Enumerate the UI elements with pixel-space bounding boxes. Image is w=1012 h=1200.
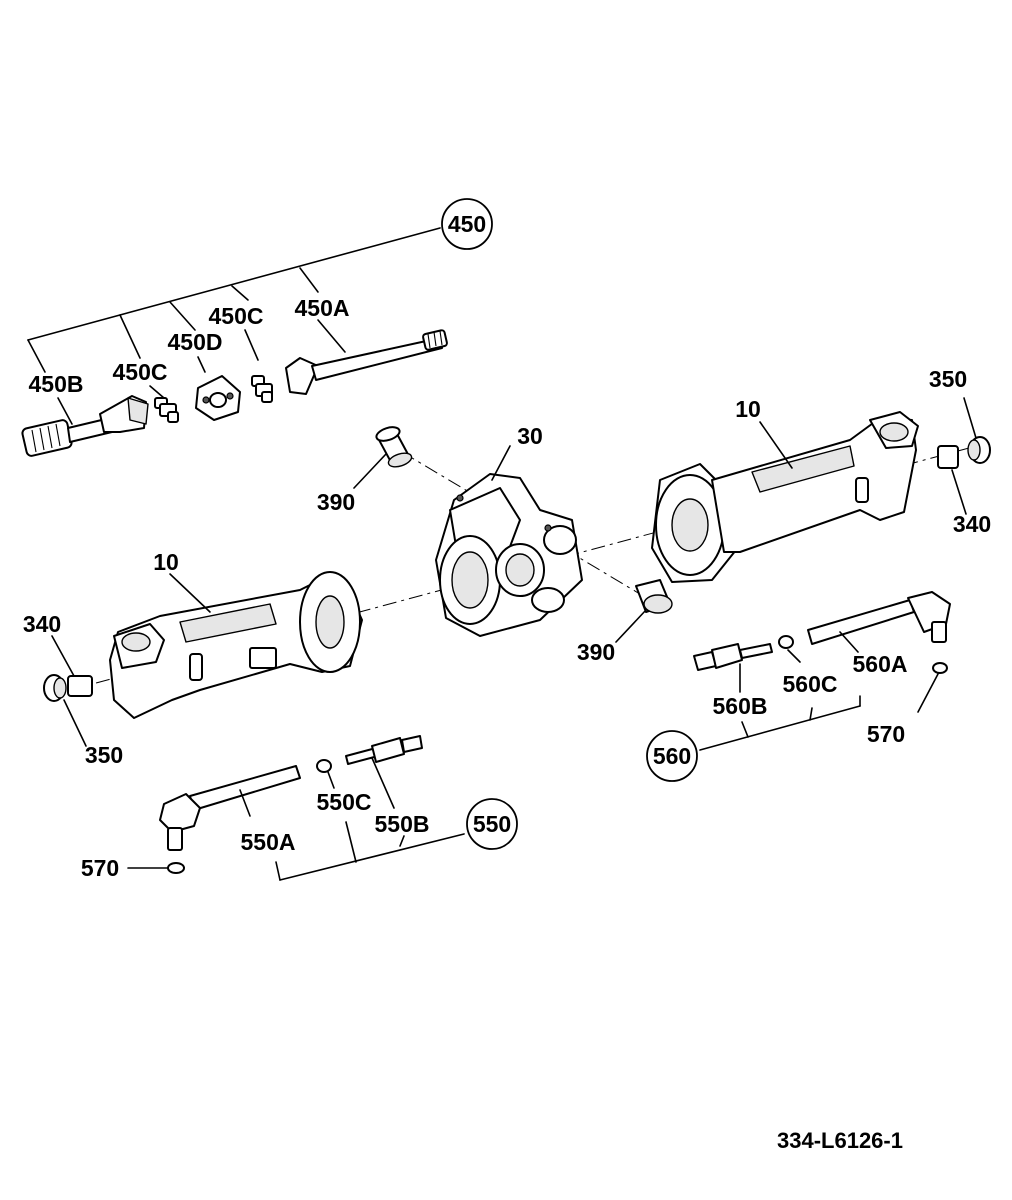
label-340-left: 340 <box>23 611 61 637</box>
label-550: 550 <box>473 811 511 837</box>
label-550c: 550C <box>317 789 372 815</box>
callout-circle-550 <box>466 798 518 850</box>
part-550b-adjuster-left <box>345 735 423 765</box>
label-390-lower: 390 <box>577 639 615 665</box>
part-560b-adjuster-right <box>693 643 773 671</box>
part-30-differential-carrier <box>435 473 583 637</box>
group-560-leaders <box>699 631 939 751</box>
label-450c-top: 450C <box>209 303 264 329</box>
label-350-left: 350 <box>85 742 123 768</box>
label-340-right: 340 <box>953 511 991 537</box>
part-450b-stub-shaft <box>21 395 149 457</box>
part-340-left-seal <box>67 675 93 697</box>
part-550c-clamp-left <box>316 759 332 773</box>
part-390-upper-bushing <box>375 426 413 468</box>
label-560b: 560B <box>713 693 768 719</box>
main-part-leaders <box>51 397 977 747</box>
part-450c-ujoint-right <box>251 375 273 403</box>
part-390-lower-bushing <box>635 579 673 614</box>
part-450d-double-yoke <box>195 375 241 421</box>
part-350-left-cap <box>43 674 67 702</box>
label-560: 560 <box>653 743 691 769</box>
label-550b: 550B <box>375 811 430 837</box>
label-450c-low: 450C <box>113 359 168 385</box>
callout-circle-560 <box>646 730 698 782</box>
label-10-right: 10 <box>735 396 761 422</box>
group-550-leaders <box>127 757 465 881</box>
label-450: 450 <box>448 211 486 237</box>
label-560a: 560A <box>853 651 908 677</box>
label-570-right: 570 <box>867 721 905 747</box>
figure-code: 334-L6126-1 <box>777 1128 903 1153</box>
part-450c-ujoint-left <box>154 397 179 423</box>
label-350-right: 350 <box>929 366 967 392</box>
part-350-right-cap <box>967 436 991 464</box>
part-560c-clamp-right <box>778 635 794 649</box>
part-560a-tie-rod-right <box>807 591 951 674</box>
label-10-left: 10 <box>153 549 179 575</box>
label-560c: 560C <box>783 671 838 697</box>
label-550a: 550A <box>241 829 296 855</box>
part-10-left-axle-housing <box>109 571 363 719</box>
callout-circle-450 <box>441 198 493 250</box>
label-450b: 450B <box>29 371 84 397</box>
part-550a-tie-rod-left <box>159 765 301 874</box>
group-450-leaders <box>27 227 441 425</box>
label-450d: 450D <box>168 329 223 355</box>
part-340-right-seal <box>937 445 959 469</box>
label-570-left: 570 <box>81 855 119 881</box>
label-450a: 450A <box>295 295 350 321</box>
part-450a-axle-shaft <box>285 329 448 395</box>
label-30: 30 <box>517 423 543 449</box>
part-10-right-axle-housing <box>651 411 919 583</box>
label-390-upper: 390 <box>317 489 355 515</box>
